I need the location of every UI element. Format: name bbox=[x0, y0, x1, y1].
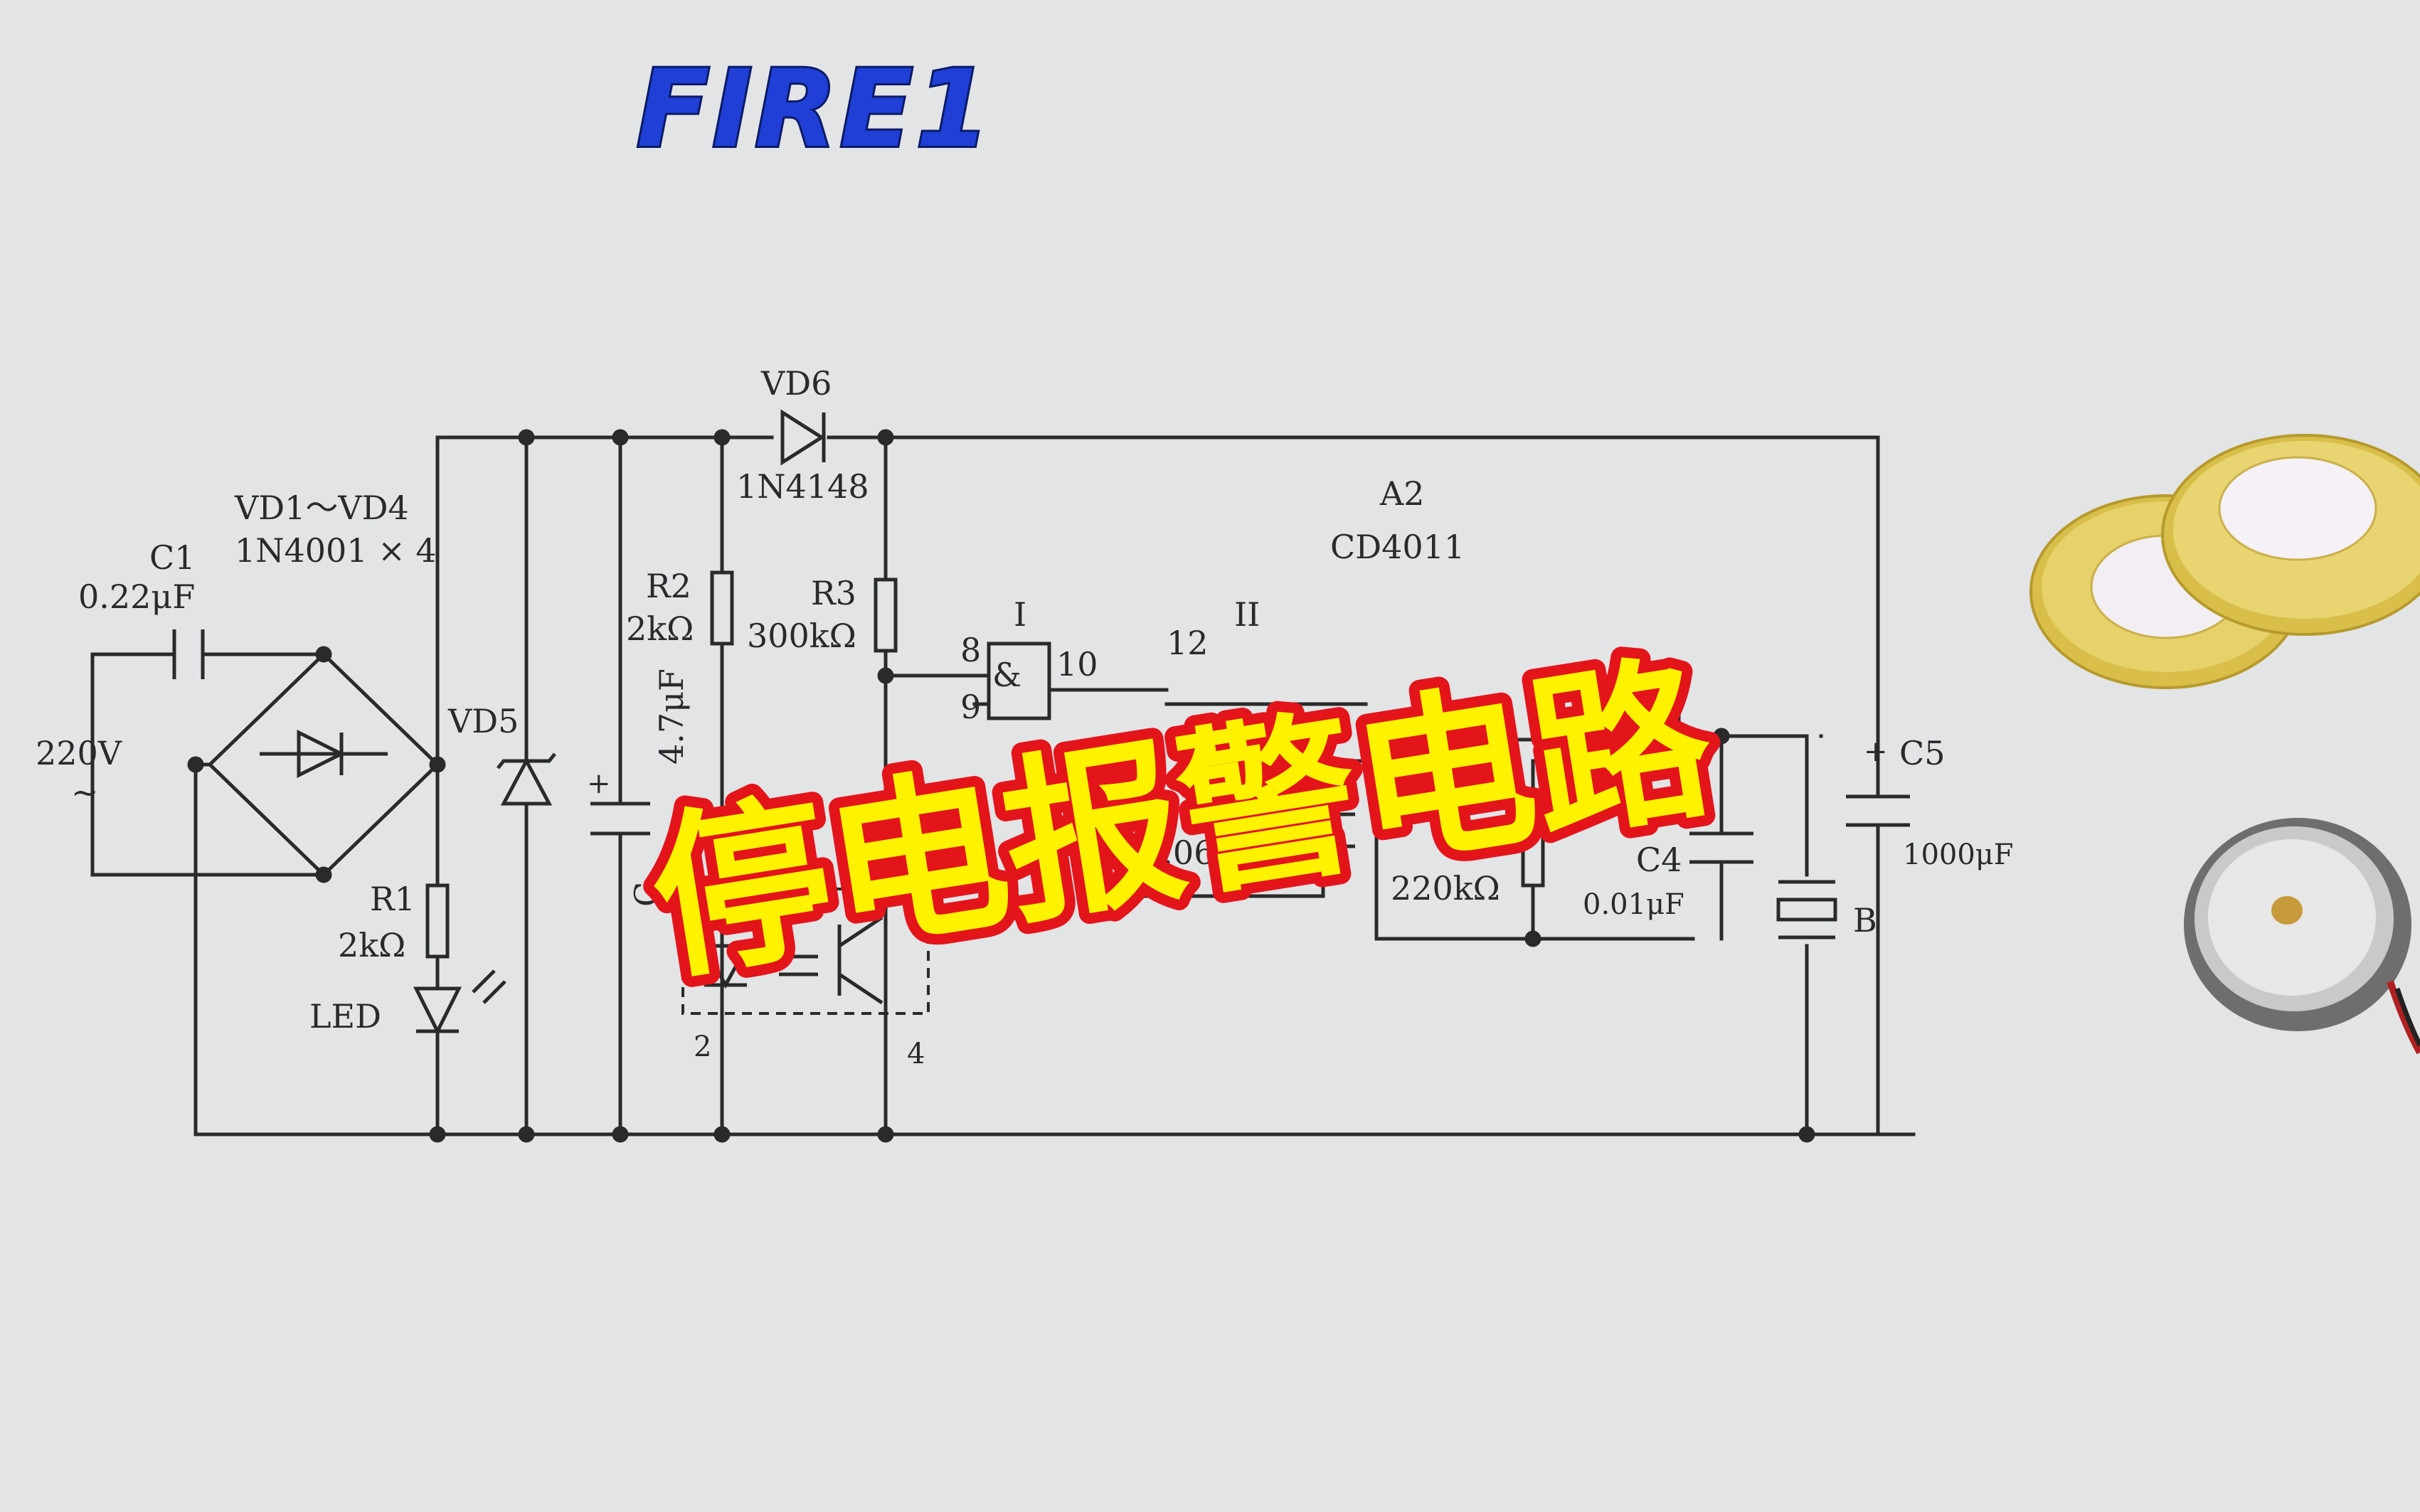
label-pin-4: 4 bbox=[907, 1038, 925, 1070]
capacitor-c4 bbox=[1689, 831, 1753, 864]
metal-buzzer-icon bbox=[2184, 818, 2420, 1055]
label-pin-10: 10 bbox=[1056, 645, 1098, 683]
capacitor-c3 bbox=[1295, 812, 1355, 848]
label-c2-value: 4.7μF bbox=[652, 669, 691, 765]
optocoupler bbox=[681, 888, 930, 1015]
capacitor-c2 bbox=[590, 802, 650, 836]
label-ac-symbol: ~ bbox=[71, 773, 99, 811]
led-icon bbox=[413, 969, 506, 1035]
label-r2-value: 2kΩ bbox=[626, 609, 694, 648]
capacitor-c1 bbox=[172, 629, 205, 679]
resistor-r2 bbox=[710, 570, 734, 646]
buzzer-b bbox=[1776, 880, 1837, 939]
label-pin-2: 2 bbox=[694, 1031, 711, 1063]
label-220v: 220V bbox=[36, 734, 122, 772]
label-c2-plus: + bbox=[587, 767, 611, 800]
label-pin-12: 12 bbox=[1167, 624, 1209, 662]
label-c3-value: 0.068μF bbox=[1142, 834, 1280, 872]
label-c1: C1 bbox=[149, 538, 195, 577]
label-vd6: VD6 bbox=[760, 364, 832, 403]
diode-vd6 bbox=[780, 409, 826, 466]
label-pin-8: 8 bbox=[960, 631, 981, 669]
label-pin-9: 9 bbox=[960, 688, 981, 726]
resistor-r5 bbox=[1521, 819, 1545, 888]
label-c5-plus: + bbox=[1864, 735, 1888, 768]
label-gate-ii: II bbox=[1234, 595, 1260, 634]
label-vd6-part: 1N4148 bbox=[736, 467, 869, 506]
label-r5-value: 220kΩ bbox=[1391, 869, 1500, 907]
resistor-r3 bbox=[874, 577, 898, 653]
nand-gate-ii bbox=[1410, 709, 1482, 799]
junctions bbox=[187, 429, 1815, 1143]
resistor-r1 bbox=[425, 883, 450, 959]
channel-logo: FIRE1 bbox=[637, 48, 993, 171]
label-and: & bbox=[992, 656, 1021, 694]
label-c4-value: 0.01μF bbox=[1583, 888, 1684, 921]
label-c4: C4 bbox=[1636, 841, 1682, 879]
label-r1: R1 bbox=[370, 880, 415, 918]
label-r1-value: 2kΩ bbox=[338, 926, 405, 964]
label-vd1-4-part: 1N4001 × 4 bbox=[235, 531, 437, 570]
labels: VD6 1N4148 VD1～VD4 1N4001 × 4 C1 0.22μF … bbox=[36, 364, 2014, 1070]
label-r3-value: 300kΩ bbox=[747, 617, 856, 655]
label-b: B bbox=[1853, 901, 1877, 939]
label-led: LED bbox=[309, 997, 381, 1035]
label-gate-i: I bbox=[1014, 595, 1026, 634]
label-c5: C5 bbox=[1899, 734, 1945, 772]
piezo-disc-icon bbox=[2161, 434, 2420, 636]
wires bbox=[90, 435, 1916, 1136]
bridge-diode-icon bbox=[260, 729, 388, 779]
label-c5-value: 1000μF bbox=[1903, 838, 2014, 871]
label-c1-value: 0.22μF bbox=[78, 577, 195, 616]
label-vd5: VD5 bbox=[447, 702, 519, 740]
nand-gate-iii bbox=[1613, 702, 1681, 795]
capacitor-c5 bbox=[1846, 752, 1910, 848]
zener-diode-vd5 bbox=[497, 752, 556, 806]
label-r3: R3 bbox=[811, 574, 856, 612]
label-vd1-4: VD1～VD4 bbox=[234, 489, 409, 527]
label-a2-part: CD4011 bbox=[1330, 528, 1465, 566]
label-a2: A2 bbox=[1379, 474, 1425, 513]
label-r2: R2 bbox=[646, 567, 691, 605]
overlay-title: 停电报警电路 bbox=[638, 634, 1725, 1005]
label-r5: R5 bbox=[1462, 823, 1507, 861]
label-c2: C bbox=[627, 882, 666, 907]
label-pin-6: 6 bbox=[1572, 725, 1590, 757]
nand-gate-i bbox=[987, 641, 1051, 720]
